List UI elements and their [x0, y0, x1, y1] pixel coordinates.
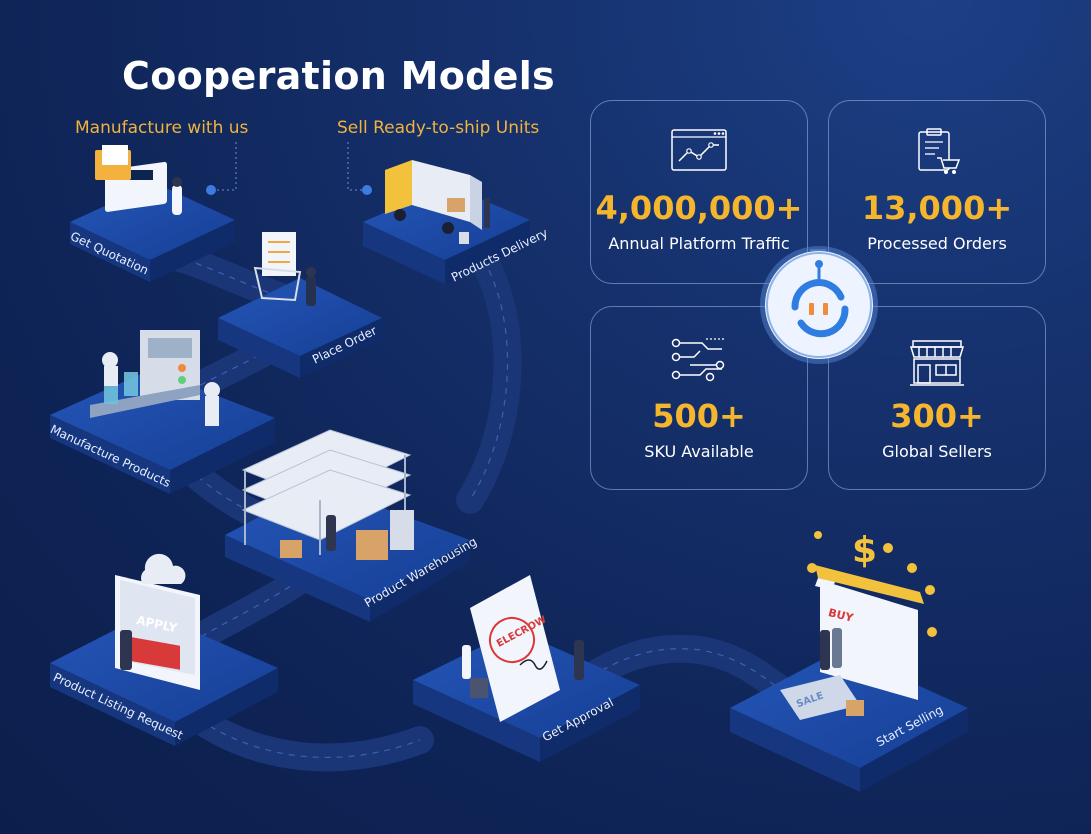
stat-value-traffic: 4,000,000+	[595, 189, 803, 227]
stat-label-sku: SKU Available	[644, 442, 754, 461]
platform-place-order	[218, 232, 382, 378]
stat-value-sku: 500+	[652, 397, 746, 435]
mode-label-manufacture: Manufacture with us	[75, 118, 249, 138]
mode-label-ready-to-ship: Sell Ready-to-ship Units	[337, 118, 540, 138]
stat-value-sellers: 300+	[890, 397, 984, 435]
page-title: Cooperation Models	[122, 54, 555, 98]
mascot-logo	[765, 251, 873, 359]
clipboard-cart-icon	[918, 128, 961, 174]
stat-card-sellers: 300+ Global Sellers	[828, 306, 1046, 490]
stat-card-orders: 13,000+ Processed Orders	[828, 100, 1046, 284]
storefront-icon	[909, 340, 965, 386]
platform-product-listing-request	[50, 553, 278, 746]
platform-start-selling: $	[730, 530, 968, 792]
stat-label-sellers: Global Sellers	[882, 442, 992, 461]
platform-products-delivery	[363, 160, 530, 284]
svg-text:$: $	[852, 530, 877, 571]
line-chart-icon	[671, 129, 727, 171]
platform-get-approval	[413, 575, 640, 762]
stat-card-sku: 500+ SKU Available	[590, 306, 808, 490]
circuit-icon	[671, 338, 726, 382]
stat-label-traffic: Annual Platform Traffic	[608, 234, 790, 253]
platform-get-quotation	[70, 145, 235, 282]
platform-product-warehousing	[225, 429, 470, 622]
stat-card-traffic: 4,000,000+ Annual Platform Traffic	[590, 100, 808, 284]
stat-value-orders: 13,000+	[861, 189, 1013, 227]
platform-manufacture-products	[50, 330, 275, 494]
robot-face-icon	[766, 252, 872, 358]
stat-label-orders: Processed Orders	[867, 234, 1007, 253]
